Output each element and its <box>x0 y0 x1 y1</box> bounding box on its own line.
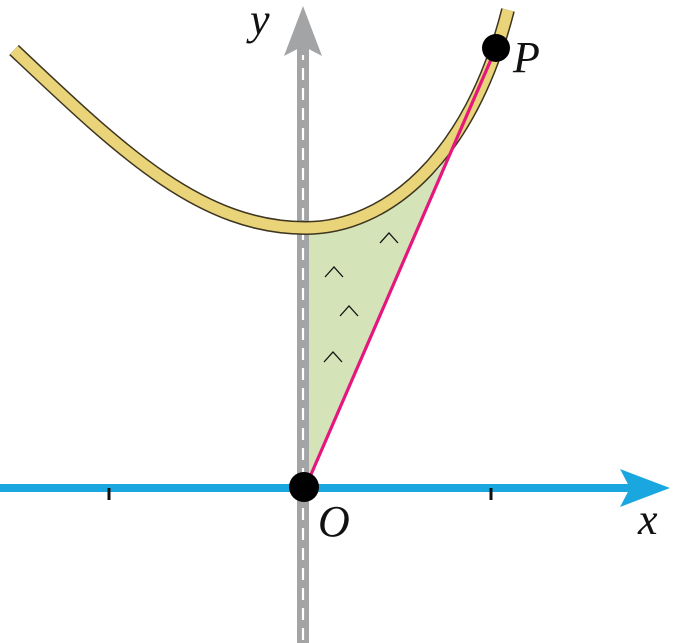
y-axis-arrowhead <box>284 6 322 56</box>
region-mark <box>323 351 343 363</box>
y-axis <box>284 6 322 643</box>
region-mark <box>339 305 359 317</box>
point-o <box>289 472 319 502</box>
x-axis-arrowhead <box>620 469 670 507</box>
origin-label: O <box>318 497 350 546</box>
region-mark <box>379 232 399 244</box>
hyperbola-curve <box>9 8 515 236</box>
curve-fill <box>10 8 514 234</box>
x-axis-label: x <box>637 495 658 544</box>
line-op <box>304 47 498 487</box>
point-p <box>482 34 510 62</box>
region-marks <box>323 232 399 363</box>
region-mark <box>324 266 344 278</box>
y-axis-label: y <box>246 0 270 44</box>
point-p-label: P <box>512 33 540 82</box>
